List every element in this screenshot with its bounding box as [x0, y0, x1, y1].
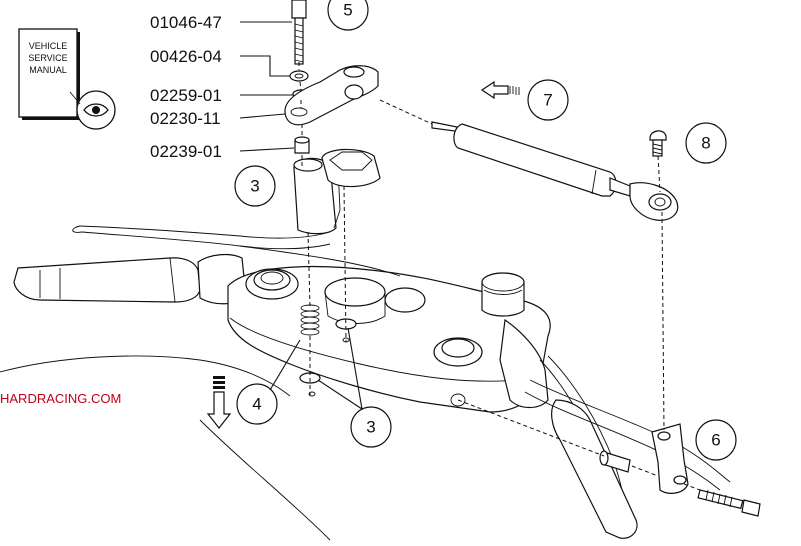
service-manual-icon: VEHICLE SERVICE MANUAL: [18, 28, 116, 130]
assembly-lines: [298, 62, 701, 491]
callout-6: 6: [695, 419, 737, 461]
part-number-01046-47: 01046-47: [150, 13, 222, 32]
down-arrow-icon: [206, 376, 232, 429]
callout-3-top: 3: [234, 165, 276, 207]
eye-icon: [69, 90, 116, 130]
callout-5: 5: [327, 0, 369, 31]
frame-bracket: [450, 393, 761, 517]
callout-8: 8: [685, 122, 727, 164]
manual-label-line-2: SERVICE: [28, 53, 67, 63]
part-number-02239-01: 02239-01: [150, 142, 222, 161]
svg-text:7: 7: [543, 91, 552, 110]
spring: [300, 304, 320, 336]
damper-bolt: [649, 130, 667, 157]
svg-text:6: 6: [711, 431, 720, 450]
svg-text:3: 3: [366, 418, 375, 437]
svg-text:5: 5: [343, 1, 352, 20]
top-clamp-parts: [284, 0, 381, 397]
callout-4: 4: [236, 339, 301, 425]
part-number-02259-01: 02259-01: [150, 86, 222, 105]
website-label: HARDRACING.COM: [0, 391, 121, 406]
callout-7: 7: [527, 79, 569, 121]
direction-arrow-icon: [480, 80, 520, 100]
manual-label-line-3: MANUAL: [29, 65, 67, 75]
part-number-labels: 01046-47 00426-04 02259-01 02230-11 0223…: [150, 13, 295, 161]
steering-damper: [431, 121, 679, 221]
callouts: 5 7 8 3 4 3 6: [234, 0, 737, 461]
callout-3-bottom: 3: [317, 327, 392, 448]
part-number-02230-11: 02230-11: [150, 109, 221, 128]
handlebar-assembly: [0, 225, 731, 541]
manual-label-line-1: VEHICLE: [29, 41, 68, 51]
part-number-00426-04: 00426-04: [150, 47, 222, 66]
svg-text:4: 4: [252, 395, 261, 414]
svg-text:8: 8: [701, 134, 710, 153]
svg-text:3: 3: [250, 177, 259, 196]
